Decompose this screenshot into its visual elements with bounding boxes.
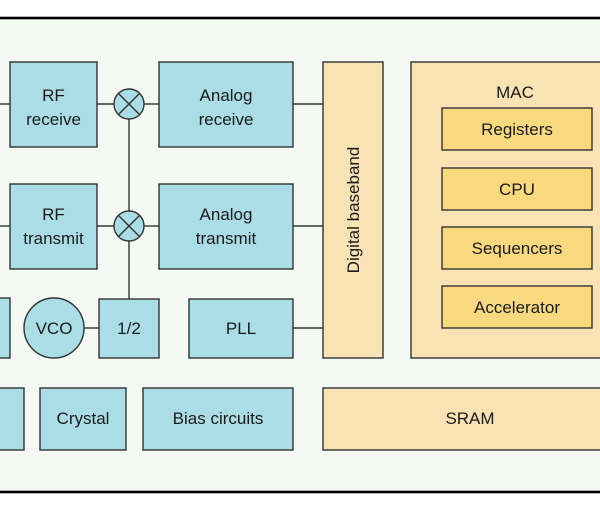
rf-transmit-label-line2: transmit (23, 229, 84, 248)
left-edge-block-2 (0, 387, 25, 451)
vco-label: VCO (36, 319, 73, 338)
bias-circuits-label: Bias circuits (173, 409, 264, 428)
analog-transmit-label-line1: Analog (200, 205, 253, 224)
analog-receive-label-line2: receive (199, 110, 254, 129)
rf-receive-label-line1: RF (42, 86, 65, 105)
mac-block: MAC Registers CPU Sequencers Accelerator (410, 61, 600, 359)
analog-receive-block: Analog receive (158, 61, 294, 148)
mac-cpu (441, 167, 593, 211)
analog-transmit-block: Analog transmit (158, 183, 294, 270)
mac-registers (441, 107, 593, 151)
pll-block: PLL (188, 298, 294, 359)
crystal-label: Crystal (57, 409, 110, 428)
sram-block: SRAM (322, 387, 600, 451)
mac-accelerator-label: Accelerator (474, 298, 560, 317)
vco-block: VCO (23, 297, 85, 359)
mac-accelerator (441, 285, 593, 329)
crystal-block: Crystal (39, 387, 127, 451)
divider-label: 1/2 (117, 319, 141, 338)
analog-receive-label-line1: Analog (200, 86, 253, 105)
digital-baseband-block: Digital baseband (322, 61, 384, 359)
sram-label: SRAM (445, 409, 494, 428)
mac-label: MAC (496, 83, 534, 102)
mac-sequencers (441, 226, 593, 270)
rf-receive-block: RF receive (9, 61, 98, 148)
left-edge-block-1 (0, 297, 11, 359)
pll-label: PLL (226, 319, 256, 338)
rf-transmit-block: RF transmit (9, 183, 98, 270)
mac-cpu-label: CPU (499, 180, 535, 199)
digital-baseband-label: Digital baseband (344, 147, 363, 274)
mixer-icon (113, 88, 145, 120)
analog-transmit-label-line2: transmit (196, 229, 257, 248)
rf-transmit-label-line1: RF (42, 205, 65, 224)
mac-sequencers-label: Sequencers (472, 239, 563, 258)
mac-registers-label: Registers (481, 120, 553, 139)
mixer-icon (113, 210, 145, 242)
bias-circuits-block: Bias circuits (142, 387, 294, 451)
divider-block: 1/2 (98, 298, 160, 359)
rf-receive-label-line2: receive (26, 110, 81, 129)
